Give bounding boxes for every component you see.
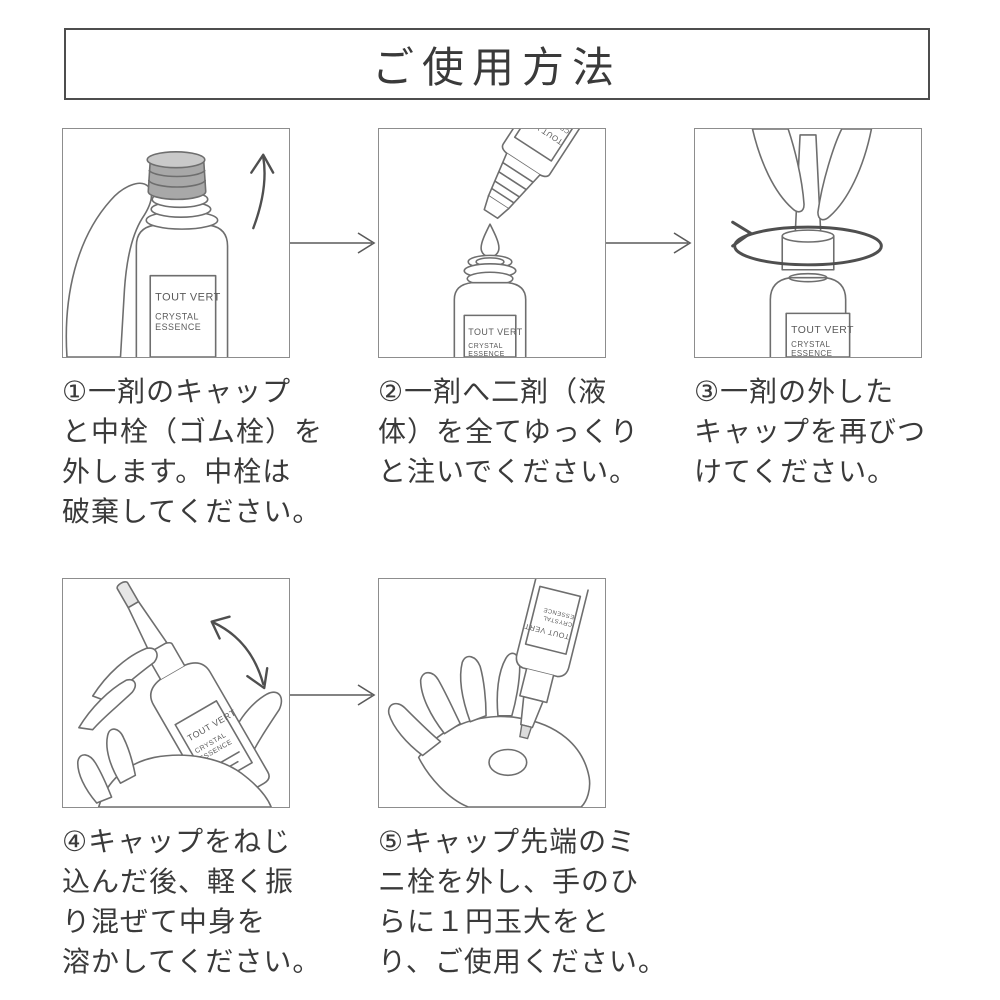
- drop-icon: [480, 223, 500, 258]
- label-product-2: ESSENCE: [791, 349, 832, 357]
- step-4-illustration: TOUT VERT CRYSTAL ESSENCE: [77, 580, 283, 807]
- label-product-1: CRYSTAL: [155, 311, 199, 321]
- cap-fingers: [78, 647, 158, 731]
- step-3-panel: TOUT VERT CRYSTAL ESSENCE: [694, 128, 922, 358]
- second-agent-bottle: TOUT VERT CRYSTAL ESSENCE: [483, 129, 598, 220]
- palm: [77, 728, 272, 807]
- title-box: ご使用方法: [64, 28, 930, 100]
- nozzle-tip: [116, 580, 140, 609]
- label-product-2: ESSENCE: [155, 322, 201, 332]
- fingers: [751, 129, 873, 221]
- bottle-label: TOUT VERT CRYSTAL ESSENCE: [523, 585, 582, 655]
- second-agent-label: TOUT VERT CRYSTAL ESSENCE: [513, 129, 586, 162]
- label-brand: TOUT VERT: [155, 291, 221, 303]
- arrow-right-icon: [290, 232, 376, 254]
- step-5-panel: TOUT VERT CRYSTAL ESSENCE: [378, 578, 606, 808]
- drop-icon: [488, 748, 528, 777]
- step-2-panel: TOUT VERT CRYSTAL ESSENCE TOUT VERT CRYS…: [378, 128, 606, 358]
- step-1-caption: ①一剤のキャップ と中栓（ゴム栓）を 外します。中栓は 破棄してください。: [62, 376, 324, 527]
- cap-icon: [146, 151, 207, 201]
- open-palm: [387, 652, 591, 807]
- arrow-right-icon: [290, 684, 376, 706]
- nozzle-tip: [519, 724, 533, 740]
- step-2-illustration: TOUT VERT CRYSTAL ESSENCE TOUT VERT CRYS…: [453, 129, 598, 357]
- step-2-caption: ②一剤へ二剤（液 体）を全てゆっくり と注いでください。: [378, 376, 640, 487]
- lift-arrow-icon: [250, 153, 275, 230]
- step-3-illustration: TOUT VERT CRYSTAL ESSENCE: [731, 129, 883, 357]
- hand: [65, 182, 153, 357]
- step-5-illustration: TOUT VERT CRYSTAL ESSENCE: [387, 579, 591, 807]
- label-product-2: ESSENCE: [468, 351, 505, 357]
- label-brand: TOUT VERT: [468, 327, 523, 337]
- cap-base: [781, 235, 835, 271]
- cap-nozzle: [520, 695, 544, 729]
- shake-arrow-icon: [210, 615, 269, 690]
- step-4-panel: TOUT VERT CRYSTAL ESSENCE: [62, 578, 290, 808]
- page-title: ご使用方法: [371, 43, 622, 91]
- first-agent-bottle: TOUT VERT CRYSTAL ESSENCE: [453, 254, 527, 357]
- label-product-1: CRYSTAL: [468, 343, 503, 350]
- label-product-1: CRYSTAL: [791, 340, 830, 349]
- cap-nozzle: [127, 600, 168, 654]
- bottle-label: TOUT VERT CRYSTAL ESSENCE: [149, 274, 221, 357]
- step-5-caption: ⑤キャップ先端のミ ニ栓を外し、手のひ らに１円玉大をと り、ご使用ください。: [378, 826, 667, 977]
- label-brand: TOUT VERT: [791, 325, 854, 336]
- bottle-label: TOUT VERT CRYSTAL ESSENCE: [174, 700, 253, 788]
- bottle-label: TOUT VERT CRYSTAL ESSENCE: [463, 314, 523, 357]
- step-1-panel: TOUT VERT CRYSTAL ESSENCE: [62, 128, 290, 358]
- arrow-right-icon: [606, 232, 692, 254]
- step-3-caption: ③一剤の外した キャップを再びつ けてください。: [694, 376, 927, 487]
- bottle: TOUT VERT CRYSTAL ESSENCE: [515, 579, 589, 740]
- step-4-caption: ④キャップをねじ 込んだ後、軽く振 り混ぜて中身を 溶かしてください。: [62, 826, 322, 977]
- step-1-illustration: TOUT VERT CRYSTAL ESSENCE: [65, 151, 275, 357]
- rotate-arrow-icon: [731, 220, 883, 267]
- bottle-label: TOUT VERT CRYSTAL ESSENCE: [785, 312, 854, 357]
